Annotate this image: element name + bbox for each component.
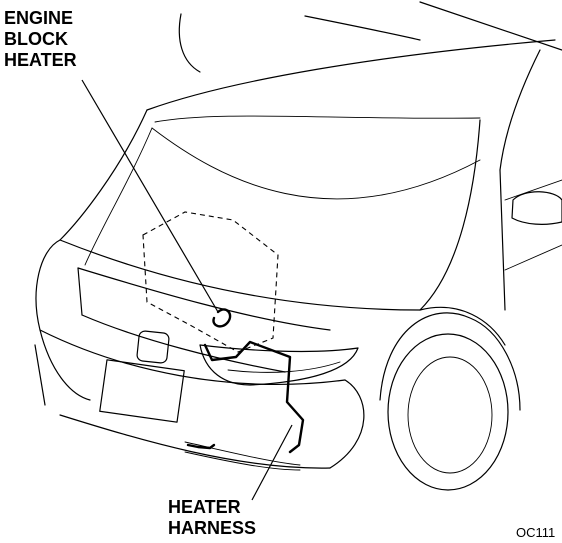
heater-plug: [212, 308, 232, 328]
door-line-2: [504, 244, 562, 271]
bumper-right: [329, 379, 365, 469]
harness-leader: [251, 424, 293, 501]
label-line: ENGINE: [4, 8, 74, 28]
lower-vent-2: [184, 451, 301, 471]
right-fender-line: [419, 306, 506, 346]
roof-edge-line: [304, 15, 421, 41]
grille-left: [77, 267, 83, 316]
engine-block-heater-label: ENGINE BLOCK HEATER: [4, 8, 77, 71]
harness-connector: [186, 443, 216, 450]
fog-light-left: [34, 344, 46, 406]
engine-heater-leader: [81, 79, 219, 313]
wheel-inner: [407, 356, 493, 474]
bumper-top: [39, 329, 346, 385]
wheel-arch: [379, 312, 521, 411]
label-line: HARNESS: [168, 518, 257, 538]
heater-harness-label: HEATER HARNESS: [168, 497, 256, 539]
mirror: [511, 191, 562, 225]
hood-top-edge: [146, 39, 556, 111]
label-line: HEATER: [168, 497, 241, 517]
hood-crease-right: [154, 115, 481, 123]
grille-top: [77, 267, 331, 331]
wheel-outer: [387, 333, 509, 491]
label-line: BLOCK: [4, 29, 68, 49]
hood-left-edge: [59, 109, 148, 241]
roof-line: [419, 1, 562, 51]
lower-vent: [184, 441, 301, 466]
hood-right-edge: [419, 119, 481, 311]
engine-outline: [142, 211, 279, 353]
figure-code: OC111: [516, 525, 556, 540]
windshield-line: [178, 13, 201, 73]
emblem: [136, 330, 170, 364]
license-plate: [99, 359, 185, 423]
door-line: [504, 179, 562, 201]
hood-crease-center: [151, 127, 481, 200]
left-body-side: [35, 239, 91, 401]
hood-crease-left: [84, 127, 153, 266]
label-line: HEATER: [4, 50, 77, 70]
right-side-line: [499, 169, 506, 311]
headlight: [199, 344, 359, 386]
a-pillar-line: [499, 49, 541, 171]
hood-front-edge: [59, 239, 421, 311]
heater-harness-wire: [203, 340, 305, 454]
grille-bottom: [81, 314, 286, 373]
bumper-bottom: [59, 414, 331, 469]
